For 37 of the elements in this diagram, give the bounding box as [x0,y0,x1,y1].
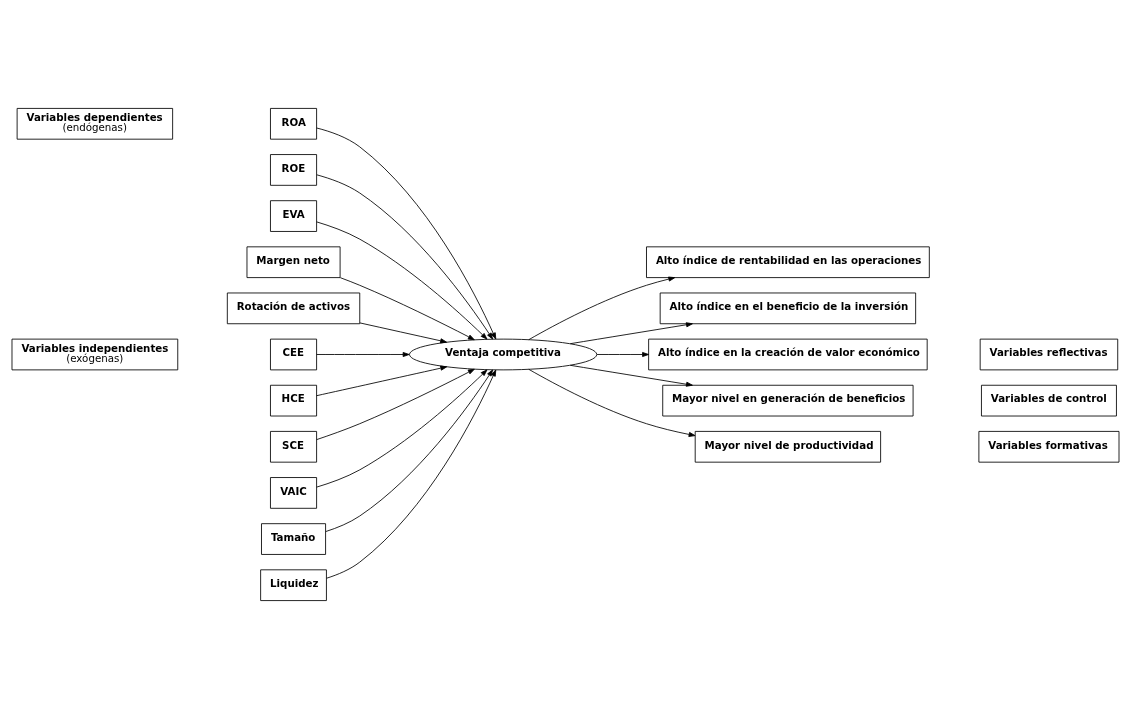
arrow [569,321,693,344]
node-box: Variables dependientes (endógenas) [16,107,174,140]
arrow [528,368,696,437]
arrow [359,321,447,343]
node-box: Mayor nivel de productividad [694,430,882,463]
node-box: Mayor nivel en generación de beneficios [662,384,914,416]
node-box: Tamaño [261,522,326,555]
node-box: Variables independientes (exógenas) [11,338,179,370]
node-box: ROE [270,153,318,186]
node-box: Liquidez [260,568,327,601]
node-box: HCE [270,384,318,416]
arrow [316,173,494,339]
node-box: Variables reflectivas [979,338,1119,370]
node-box: CEE [270,338,318,370]
node-box: Variables formativas [978,430,1120,463]
arrow [325,369,494,532]
arrow [316,127,497,339]
arrow [528,276,676,340]
node-box: EVA [270,199,318,232]
arrow [596,351,649,357]
arrow [326,369,497,579]
arrow [316,369,488,488]
arrow [339,276,475,340]
arrow [316,351,410,357]
node-box: ROA [270,107,318,140]
node-box: Variables de control [981,384,1117,416]
arrow [316,368,475,440]
node-box: VAIC [270,476,318,509]
node-box: Alto índice en la creación de valor económico [648,338,928,370]
arrow [316,220,488,339]
node-box: SCE [270,430,318,463]
node-box: Alto índice de rentabilidad en las operaciones [646,245,930,278]
arrow [316,365,448,396]
node-box: Alto índice en el beneficio de la inversión [659,292,917,324]
node-box: Rotación de activos [226,292,361,324]
arrow [569,364,693,387]
node-box: Margen neto [246,245,341,278]
